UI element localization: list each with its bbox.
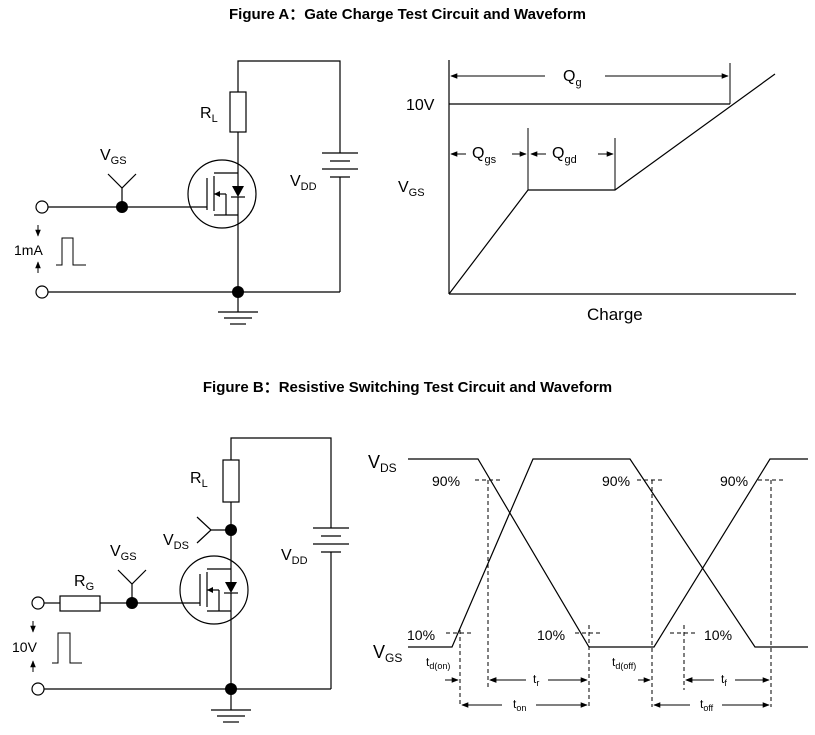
p90-label-2: 90% — [602, 473, 630, 489]
switching-waveform: VDS VGS 90% 90% 90% 10% 10% 10% td(on) t… — [368, 452, 808, 713]
load-resistor-b — [222, 459, 240, 503]
vgs-charge-curve — [448, 73, 776, 295]
vgs-probe-b — [117, 569, 147, 585]
vgs-label-waveform-b: VGS — [373, 642, 402, 665]
vgs-label-waveform-a: VGS — [398, 179, 425, 199]
rl-label-b: RL — [190, 470, 208, 490]
gate-charge-circuit: RL VGS — [14, 60, 358, 325]
tf-label: tf — [721, 672, 727, 688]
current-label: 1mA — [14, 242, 43, 258]
input-terminal-top — [35, 200, 49, 214]
p90-label-3: 90% — [720, 473, 748, 489]
supply-wire-top-b — [230, 437, 332, 528]
gate-charge-waveform: Qg Qgs Qgd 10V VGS Charge — [398, 60, 796, 324]
vds-trace — [408, 458, 808, 648]
current-pulse-icon — [35, 225, 86, 273]
vgs-label-circuit-b: VGS — [110, 543, 137, 563]
x-axis-label: Charge — [587, 305, 643, 324]
voltage-pulse-icon — [30, 621, 82, 672]
qgs-label: Qgs — [472, 145, 497, 166]
battery-icon — [322, 152, 358, 292]
pulse-label: 10V — [12, 639, 38, 655]
vgs-label-circuit-a: VGS — [100, 147, 127, 167]
p10-label-3: 10% — [704, 627, 732, 643]
vds-probe — [196, 516, 212, 544]
tr-label: tr — [533, 672, 539, 688]
figure-a-title: Figure A：Gate Charge Test Circuit and Wa… — [228, 6, 586, 23]
figure-b-title: Figure B：Resistive Switching Test Circui… — [202, 379, 613, 396]
ground-icon-b — [211, 689, 251, 723]
rg-label: RG — [74, 573, 94, 593]
input-terminal-bottom-b — [31, 682, 45, 696]
mosfet-symbol-b — [179, 555, 249, 625]
load-resistor — [229, 91, 247, 133]
ten-volt-label: 10V — [406, 97, 435, 114]
toff-label: toff — [700, 697, 714, 713]
gate-resistor — [59, 595, 101, 612]
p10-label-1: 10% — [407, 627, 435, 643]
td-on-label: td(on) — [426, 655, 450, 671]
vdd-label-circuit-a: VDD — [290, 173, 317, 193]
rl-label: RL — [200, 105, 218, 125]
vds-label-circuit: VDS — [163, 532, 189, 552]
vgs-trace — [408, 458, 808, 648]
mosfet-symbol — [187, 159, 257, 229]
ground-icon — [218, 292, 258, 325]
input-terminal-bottom — [35, 285, 49, 299]
battery-icon-b — [313, 527, 349, 689]
ton-label: ton — [513, 697, 526, 713]
p90-label-1: 90% — [432, 473, 460, 489]
qg-label: Qg — [563, 68, 582, 89]
switching-circuit: RL VDS RG — [12, 437, 349, 723]
p10-label-2: 10% — [537, 627, 565, 643]
vdd-label-circuit-b: VDD — [281, 547, 308, 567]
supply-wire-top — [237, 60, 341, 153]
td-off-label: td(off) — [612, 655, 636, 671]
input-terminal-top-b — [31, 596, 45, 610]
qgd-label: Qgd — [552, 145, 577, 166]
vds-label-waveform: VDS — [368, 452, 397, 475]
vgs-probe — [107, 173, 137, 189]
